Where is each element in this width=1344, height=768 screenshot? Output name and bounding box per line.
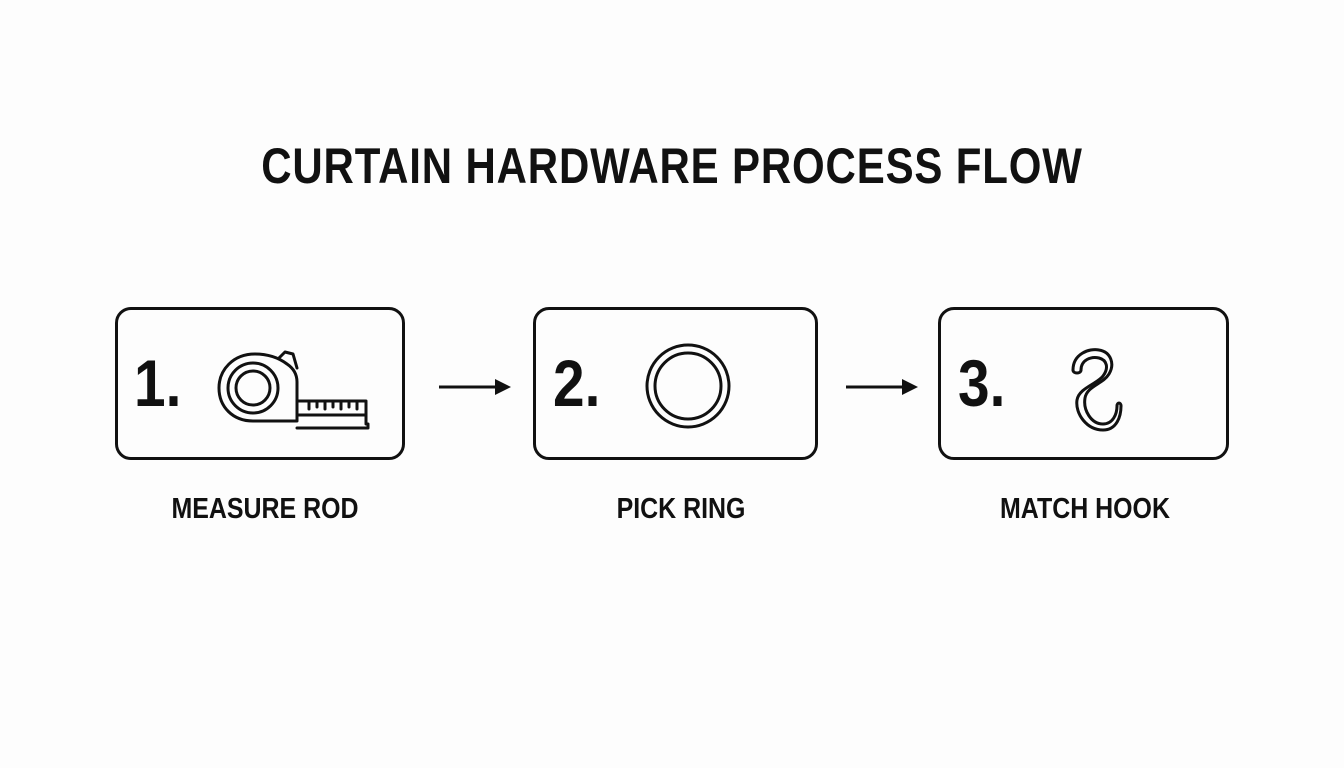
tape-measure-icon xyxy=(217,350,370,430)
arrow-right-icon xyxy=(439,379,511,395)
ring-icon xyxy=(645,343,731,429)
step-1-label: MEASURE ROD xyxy=(171,493,359,525)
arrow-right-icon xyxy=(846,379,918,395)
step-2-box: 2. xyxy=(533,307,818,460)
step-1-number: 1. xyxy=(134,346,182,420)
step-2-number: 2. xyxy=(553,346,601,420)
step-3-number: 3. xyxy=(958,346,1006,420)
step-1-box: 1. xyxy=(115,307,405,460)
s-hook-icon xyxy=(1071,348,1123,432)
page-title: CURTAIN HARDWARE PROCESS FLOW xyxy=(261,138,1083,194)
step-3-box: 3. xyxy=(938,307,1229,460)
step-2-label: PICK RING xyxy=(616,493,746,525)
step-3-label: MATCH HOOK xyxy=(1000,493,1170,525)
